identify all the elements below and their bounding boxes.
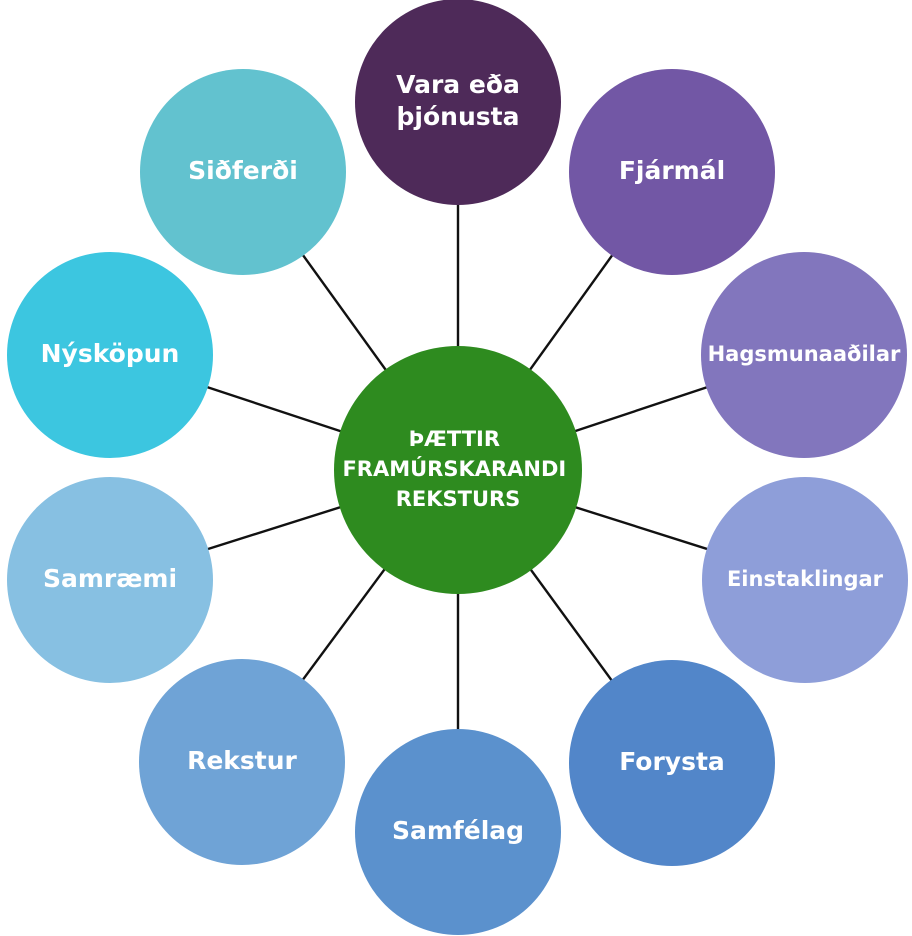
- node-circle-forysta: [569, 660, 775, 866]
- center-circle: [334, 346, 582, 594]
- node-circle-fjarmal: [569, 69, 775, 275]
- node-sidferdi: Siðferði: [140, 69, 346, 275]
- node-label-line: Samfélag: [392, 816, 524, 845]
- node-label-line: Rekstur: [187, 746, 297, 775]
- node-label-line: Nýsköpun: [41, 339, 180, 368]
- node-nyskopun: Nýsköpun: [7, 252, 213, 458]
- node-vara: Vara eða þjónusta: [355, 0, 561, 205]
- node-circle-einstaklingar: [702, 477, 908, 683]
- node-label-samraemi: Samræmi: [43, 564, 177, 593]
- node-label-line: Fjármál: [619, 156, 725, 185]
- node-label-line: Samræmi: [43, 564, 177, 593]
- node-circle-rekstur: [139, 659, 345, 865]
- center-label-line-1: ÞÆTTIR: [409, 427, 500, 451]
- node-circle-nyskopun: [7, 252, 213, 458]
- node-circle-vara: [355, 0, 561, 205]
- node-label-forysta: Forysta: [619, 747, 725, 776]
- node-forysta: Forysta: [569, 660, 775, 866]
- node-samraemi: Samræmi: [7, 477, 213, 683]
- node-fjarmal: Fjármál: [569, 69, 775, 275]
- node-label-sidferdi: Siðferði: [188, 156, 298, 185]
- node-label-line: Forysta: [619, 747, 725, 776]
- node-label-line: Vara eða: [396, 70, 520, 99]
- node-rekstur: Rekstur: [139, 659, 345, 865]
- node-einstaklingar: Einstaklingar: [702, 477, 908, 683]
- node-label-rekstur: Rekstur: [187, 746, 297, 775]
- node-label-einstaklingar: Einstaklingar: [727, 567, 884, 591]
- node-circle-samraemi: [7, 477, 213, 683]
- node-hagsmunaadilar: Hagsmunaaðilar: [701, 252, 907, 458]
- node-circle-hagsmunaadilar: [701, 252, 907, 458]
- node-label-fjarmal: Fjármál: [619, 156, 725, 185]
- node-circle-sidferdi: [140, 69, 346, 275]
- node-samfelag: Samfélag: [355, 729, 561, 935]
- center-node: ÞÆTTIR FRAMÚRSKARANDI REKSTURS: [334, 346, 582, 594]
- node-label-samfelag: Samfélag: [392, 816, 524, 845]
- center-label-line-3: REKSTURS: [396, 487, 521, 511]
- node-circle-samfelag: [355, 729, 561, 935]
- node-label-vara: Vara eða þjónusta: [396, 70, 520, 131]
- center-label-line-2: FRAMÚRSKARANDI: [342, 456, 566, 481]
- node-label-line: Hagsmunaaðilar: [708, 342, 901, 366]
- node-label-line: Siðferði: [188, 156, 298, 185]
- center-label: ÞÆTTIR FRAMÚRSKARANDI REKSTURS: [342, 427, 573, 511]
- node-label-line: Einstaklingar: [727, 567, 884, 591]
- node-label-line: þjónusta: [397, 102, 520, 131]
- node-label-hagsmunaadilar: Hagsmunaaðilar: [708, 342, 901, 366]
- outer-nodes: Vara eða þjónustaFjármálHagsmunaaðilarEin…: [7, 0, 908, 935]
- node-label-nyskopun: Nýsköpun: [41, 339, 180, 368]
